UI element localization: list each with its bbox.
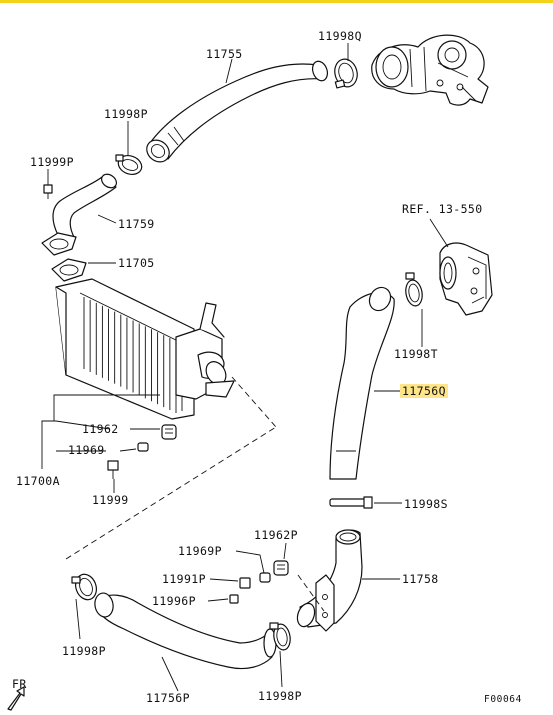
label-11999p: 11999P (30, 155, 74, 169)
gasket-upper (41, 232, 77, 256)
pipe-11755 (146, 60, 329, 163)
rubber-11962 (161, 424, 177, 440)
clamp-11998p-top (115, 154, 143, 176)
label-11991p: 11991P (162, 572, 206, 586)
leader-lines (41, 43, 449, 692)
label-11998p-bottom: 11998P (258, 689, 302, 703)
label-ref-13-550: REF. 13-550 (402, 202, 483, 216)
label-11999: 11999 (92, 493, 129, 507)
gasket-11705 (51, 258, 87, 282)
collar-11969 (137, 442, 149, 452)
bolt-11996p (229, 594, 239, 604)
label-11700a: 11700A (16, 474, 60, 488)
bolt-11999 (107, 460, 119, 479)
label-11998p-top: 11998P (104, 107, 148, 121)
nut-11991p (239, 577, 251, 589)
label-11998q: 11998Q (318, 29, 362, 43)
pipe-11759 (52, 173, 118, 238)
turbocharger (371, 34, 489, 106)
label-11758: 11758 (402, 572, 439, 586)
label-11705: 11705 (118, 256, 155, 270)
label-11962: 11962 (82, 422, 119, 436)
pipe-11758 (296, 529, 363, 632)
front-arrow-icon (7, 686, 25, 711)
label-front: FR (12, 677, 27, 691)
label-11969: 11969 (68, 443, 105, 457)
label-11998t: 11998T (394, 347, 438, 361)
clamp-11998p-left (71, 573, 97, 601)
label-11962p: 11962P (254, 528, 298, 542)
clamp-11998p-bottom (269, 622, 291, 651)
label-11998p-left: 11998P (62, 644, 106, 658)
clamp-11998q (334, 58, 358, 89)
figure-code: F00064 (484, 694, 522, 705)
label-11996p: 11996P (152, 594, 196, 608)
label-11755: 11755 (206, 47, 243, 61)
label-11759: 11759 (118, 217, 155, 231)
intercooler-parts-drawing (7, 34, 493, 711)
label-11998s: 11998S (404, 497, 448, 511)
label-11756q: 11756Q (400, 384, 448, 398)
band-11998s (329, 496, 373, 509)
rubber-11962p (273, 560, 289, 576)
label-11969p: 11969P (178, 544, 222, 558)
label-11756p: 11756P (146, 691, 190, 705)
hose-11756q (329, 286, 395, 480)
collar-11969p (259, 572, 271, 583)
intercooler-core (55, 278, 235, 420)
bolt-11999p (43, 184, 53, 199)
clamp-11998t (405, 272, 423, 307)
throttle-body (439, 242, 493, 316)
